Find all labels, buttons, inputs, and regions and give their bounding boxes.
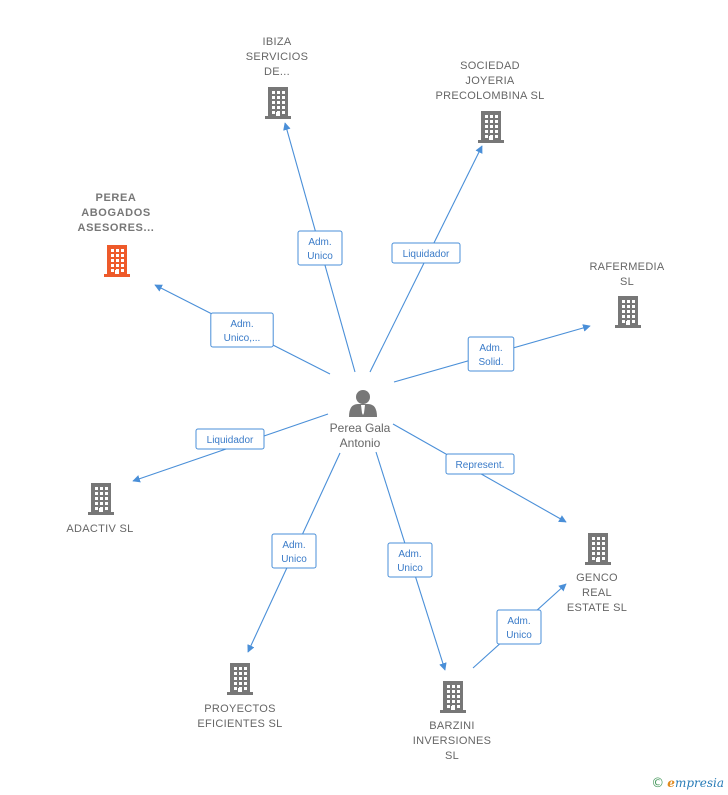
edge-label[interactable]: Represent. bbox=[445, 453, 515, 475]
edge-center-genco: Represent. bbox=[392, 423, 567, 523]
edge-label-text: Adm. bbox=[398, 549, 421, 560]
node-label: SOCIEDAD bbox=[460, 60, 520, 72]
edge-label[interactable]: Adm. Unico bbox=[297, 230, 343, 266]
copyright-icon: © bbox=[651, 776, 665, 791]
edge-label-text: Adm. bbox=[282, 540, 305, 551]
edge-label-text: Liquidador bbox=[403, 249, 450, 260]
node-label: ASESORES... bbox=[78, 222, 155, 234]
edge-label-text: Adm. bbox=[308, 237, 331, 248]
node-label: GENCO bbox=[576, 572, 618, 584]
node-ibiza[interactable]: IBIZA SERVICIOS DE... bbox=[246, 36, 308, 119]
brand-logo-text: mpresia bbox=[674, 776, 724, 790]
edge-label[interactable]: Liquidador bbox=[391, 242, 461, 264]
edge-label-text: Solid. bbox=[478, 357, 503, 368]
copyright-footer: ©empresia bbox=[651, 776, 724, 791]
node-label: SERVICIOS bbox=[246, 51, 308, 63]
edge-center-proyectos: Adm. Unico bbox=[247, 452, 341, 653]
node-label: SL bbox=[620, 276, 634, 288]
edge-label-box bbox=[271, 533, 317, 569]
edge-center-perea: Adm. Unico,... bbox=[154, 284, 331, 375]
building-icon bbox=[227, 663, 253, 695]
edge-label-text: Adm. bbox=[507, 616, 530, 627]
node-label: ADACTIV SL bbox=[66, 523, 133, 535]
node-label: RAFERMEDIA bbox=[589, 261, 664, 273]
edge-label-box bbox=[297, 230, 343, 266]
building-icon bbox=[265, 87, 291, 119]
edge-label-box bbox=[387, 542, 433, 578]
edge-label-text: Adm. bbox=[230, 319, 253, 330]
building-icon bbox=[478, 111, 504, 143]
node-proyectos[interactable]: PROYECTOS EFICIENTES SL bbox=[197, 663, 282, 730]
node-label: SL bbox=[445, 750, 459, 762]
node-perea[interactable]: PEREA ABOGADOS ASESORES... bbox=[78, 192, 155, 277]
person-name-label: Antonio bbox=[340, 436, 381, 450]
building-icon bbox=[585, 533, 611, 565]
node-rafermedia[interactable]: RAFERMEDIA SL bbox=[589, 261, 665, 328]
node-label: PRECOLOMBINA SL bbox=[435, 90, 544, 102]
edge-center-rafermedia: Adm. Solid. bbox=[393, 324, 591, 383]
edge-barzini-genco: Adm. Unico bbox=[472, 583, 567, 669]
node-label: EFICIENTES SL bbox=[197, 718, 282, 730]
node-label: ABOGADOS bbox=[81, 207, 151, 219]
building-icon bbox=[88, 483, 114, 515]
edge-label-text: Unico bbox=[281, 554, 307, 565]
building-icon bbox=[615, 296, 641, 328]
node-label: REAL bbox=[582, 587, 612, 599]
node-sociedad[interactable]: SOCIEDAD JOYERIA PRECOLOMBINA SL bbox=[435, 60, 544, 143]
edge-label-text: Unico,... bbox=[224, 333, 261, 344]
node-label: BARZINI bbox=[429, 720, 475, 732]
edge-label-text: Unico bbox=[397, 563, 423, 574]
edge-label[interactable]: Adm. Solid. bbox=[467, 336, 515, 372]
edge-label-box bbox=[195, 428, 265, 450]
edge-label-box bbox=[496, 609, 542, 645]
nodes-layer: IBIZA SERVICIOS DE... SOCIEDAD JOYERIA PRECOL… bbox=[66, 36, 665, 762]
edge-label-box bbox=[391, 242, 461, 264]
node-barzini[interactable]: BARZINI INVERSIONES SL bbox=[413, 681, 492, 762]
edge-label[interactable]: Adm. Unico bbox=[271, 533, 317, 569]
edge-label[interactable]: Adm. Unico bbox=[496, 609, 542, 645]
node-label: IBIZA bbox=[262, 36, 291, 48]
edge-label-text: Represent. bbox=[456, 460, 505, 471]
edge-label-box bbox=[445, 453, 515, 475]
edge-label-text: Unico bbox=[506, 630, 532, 641]
edge-center-adactiv: Liquidador bbox=[132, 413, 329, 483]
edge-label-box bbox=[467, 336, 515, 372]
node-adactiv[interactable]: ADACTIV SL bbox=[66, 483, 133, 535]
person-name-label: Perea Gala bbox=[330, 421, 391, 435]
edge-label[interactable]: Liquidador bbox=[195, 428, 265, 450]
node-label: JOYERIA bbox=[465, 75, 515, 87]
edge-center-barzini: Adm. Unico bbox=[375, 451, 447, 671]
edge-label-text: Unico bbox=[307, 251, 333, 262]
edge-label[interactable]: Adm. Unico,... bbox=[210, 312, 274, 348]
node-label: INVERSIONES bbox=[413, 735, 492, 747]
building-icon bbox=[440, 681, 466, 713]
node-label: DE... bbox=[264, 66, 290, 78]
node-label: PEREA bbox=[96, 192, 137, 204]
edge-label-text: Adm. bbox=[479, 343, 502, 354]
node-genco[interactable]: GENCO REAL ESTATE SL bbox=[567, 533, 627, 614]
edge-label[interactable]: Adm. Unico bbox=[387, 542, 433, 578]
node-label: ESTATE SL bbox=[567, 602, 627, 614]
edge-center-ibiza: Adm. Unico bbox=[283, 122, 356, 373]
edge-label-text: Liquidador bbox=[207, 435, 254, 446]
node-label: PROYECTOS bbox=[204, 703, 276, 715]
building-icon bbox=[104, 245, 130, 277]
edge-label-box bbox=[210, 312, 274, 348]
brand-logo-initial: e bbox=[667, 776, 675, 790]
person-icon bbox=[349, 390, 377, 417]
edge-center-sociedad: Liquidador bbox=[369, 145, 483, 373]
